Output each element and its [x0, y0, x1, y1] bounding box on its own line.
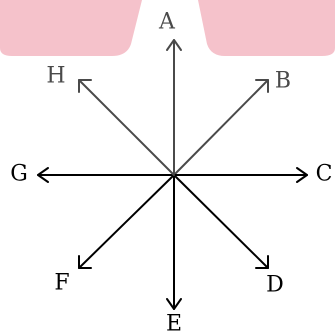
- arrow-a: [166, 39, 182, 176]
- arrow-g: [37, 167, 175, 183]
- label-c: C: [316, 162, 333, 187]
- arrow-h: [78, 79, 175, 176]
- label-d: D: [266, 273, 284, 298]
- top-left-overlay: [0, 0, 142, 56]
- label-a: A: [158, 10, 176, 35]
- label-h: H: [46, 64, 65, 89]
- label-g: G: [10, 162, 28, 187]
- arrow-f: [78, 174, 175, 269]
- top-right-overlay: [198, 0, 335, 56]
- arrow-d: [173, 174, 269, 269]
- arrow-c: [173, 167, 308, 183]
- arrow-e: [166, 174, 182, 310]
- label-e: E: [166, 312, 182, 335]
- label-f: F: [54, 271, 69, 296]
- label-b: B: [275, 69, 291, 94]
- arrow-b: [173, 79, 269, 176]
